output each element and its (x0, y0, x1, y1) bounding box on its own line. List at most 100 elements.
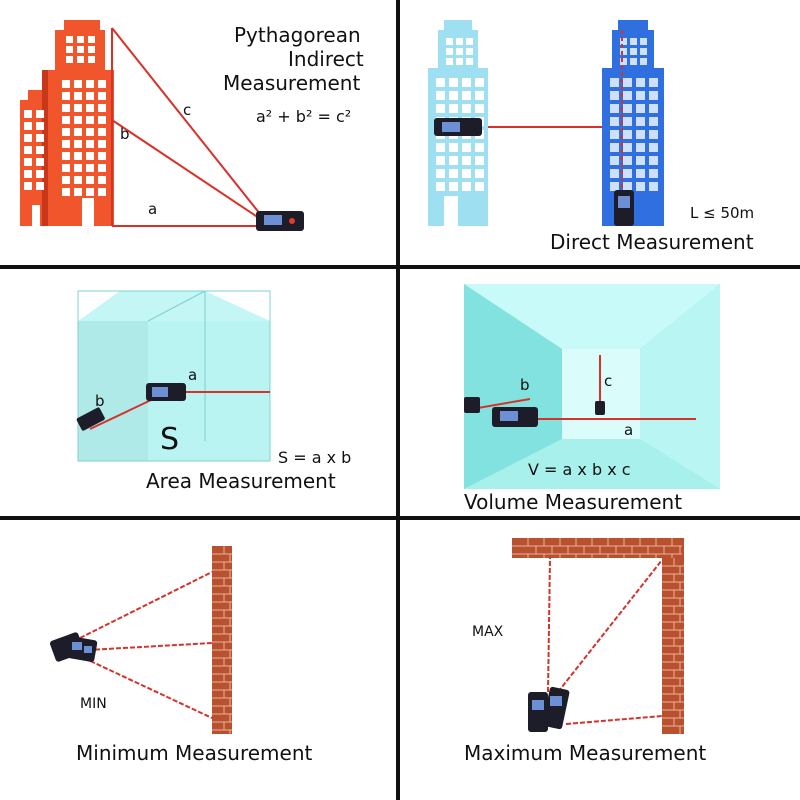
laser-devices-cluster (49, 632, 98, 662)
window (86, 152, 94, 160)
window (74, 188, 82, 196)
direct-illustration (428, 20, 664, 226)
window (610, 156, 619, 165)
window (636, 130, 645, 139)
laser-diagonal (557, 559, 663, 693)
window (610, 182, 619, 191)
window (436, 143, 445, 152)
window (74, 176, 82, 184)
window (449, 169, 458, 178)
window (436, 78, 445, 87)
left-wall (78, 321, 148, 461)
window (630, 38, 637, 45)
window (436, 169, 445, 178)
area-label-b: b (95, 392, 105, 410)
area-formula: S = a x b (278, 448, 352, 467)
window (77, 36, 84, 43)
light-blue-building (428, 20, 488, 226)
window (446, 58, 453, 65)
window (24, 122, 32, 130)
window (86, 176, 94, 184)
window (74, 152, 82, 160)
maximum-title: Maximum Measurement (464, 741, 707, 765)
window (475, 78, 484, 87)
red-buildings (20, 20, 114, 226)
building-windows (610, 38, 658, 191)
window (62, 92, 70, 100)
window (462, 91, 471, 100)
window (636, 78, 645, 87)
label-a: a (148, 200, 158, 218)
window (610, 117, 619, 126)
window (649, 78, 658, 87)
window (475, 182, 484, 191)
window (98, 92, 106, 100)
window (86, 104, 94, 112)
window (462, 182, 471, 191)
window (74, 164, 82, 172)
window (620, 48, 627, 55)
laser-device-main (146, 383, 186, 401)
window (466, 48, 473, 55)
window (62, 188, 70, 196)
window (623, 156, 632, 165)
laser-device-floor (492, 407, 538, 427)
window (24, 110, 32, 118)
window (436, 104, 445, 113)
window (462, 143, 471, 152)
volume-label-a: a (624, 421, 634, 439)
window (24, 182, 32, 190)
window (74, 116, 82, 124)
window (62, 128, 70, 136)
direct-title: Direct Measurement (550, 230, 754, 254)
window (436, 182, 445, 191)
volume-illustration (464, 284, 720, 489)
window (466, 38, 473, 45)
panel-area: a b S S = a x b Area Measurement (0, 269, 396, 516)
side-c-line (111, 27, 269, 225)
area-illustration (76, 290, 271, 462)
window (636, 169, 645, 178)
window (86, 164, 94, 172)
horizontal-divider-top (0, 265, 800, 269)
window (449, 182, 458, 191)
direct-limit: L ≤ 50m (690, 204, 755, 222)
window (475, 143, 484, 152)
window (449, 104, 458, 113)
window (446, 48, 453, 55)
window (98, 80, 106, 88)
laser-device-left (464, 397, 480, 413)
window (610, 104, 619, 113)
panel-pythagorean: Pythagorean Indirect Measurement a² + b²… (0, 0, 396, 265)
min-tag: MIN (80, 696, 107, 712)
laser-triangle (111, 27, 269, 227)
window (623, 78, 632, 87)
window (462, 78, 471, 87)
area-label-a: a (188, 366, 198, 384)
window (436, 91, 445, 100)
window (449, 143, 458, 152)
laser-up (547, 557, 551, 693)
window (74, 80, 82, 88)
window (636, 117, 645, 126)
window (36, 170, 44, 178)
window (449, 156, 458, 165)
window (98, 140, 106, 148)
window (62, 140, 70, 148)
window (610, 130, 619, 139)
pythagorean-illustration (20, 20, 304, 231)
label-b: b (120, 125, 130, 143)
window (74, 140, 82, 148)
window (36, 146, 44, 154)
window (98, 128, 106, 136)
window (98, 116, 106, 124)
window (62, 80, 70, 88)
window (436, 156, 445, 165)
window (610, 91, 619, 100)
maximum-illustration (512, 538, 684, 734)
laser-devices-cluster (528, 686, 570, 732)
window (649, 130, 658, 139)
building-windows (24, 36, 106, 196)
window (636, 143, 645, 152)
pythagorean-title-line-2: Indirect (288, 47, 364, 71)
